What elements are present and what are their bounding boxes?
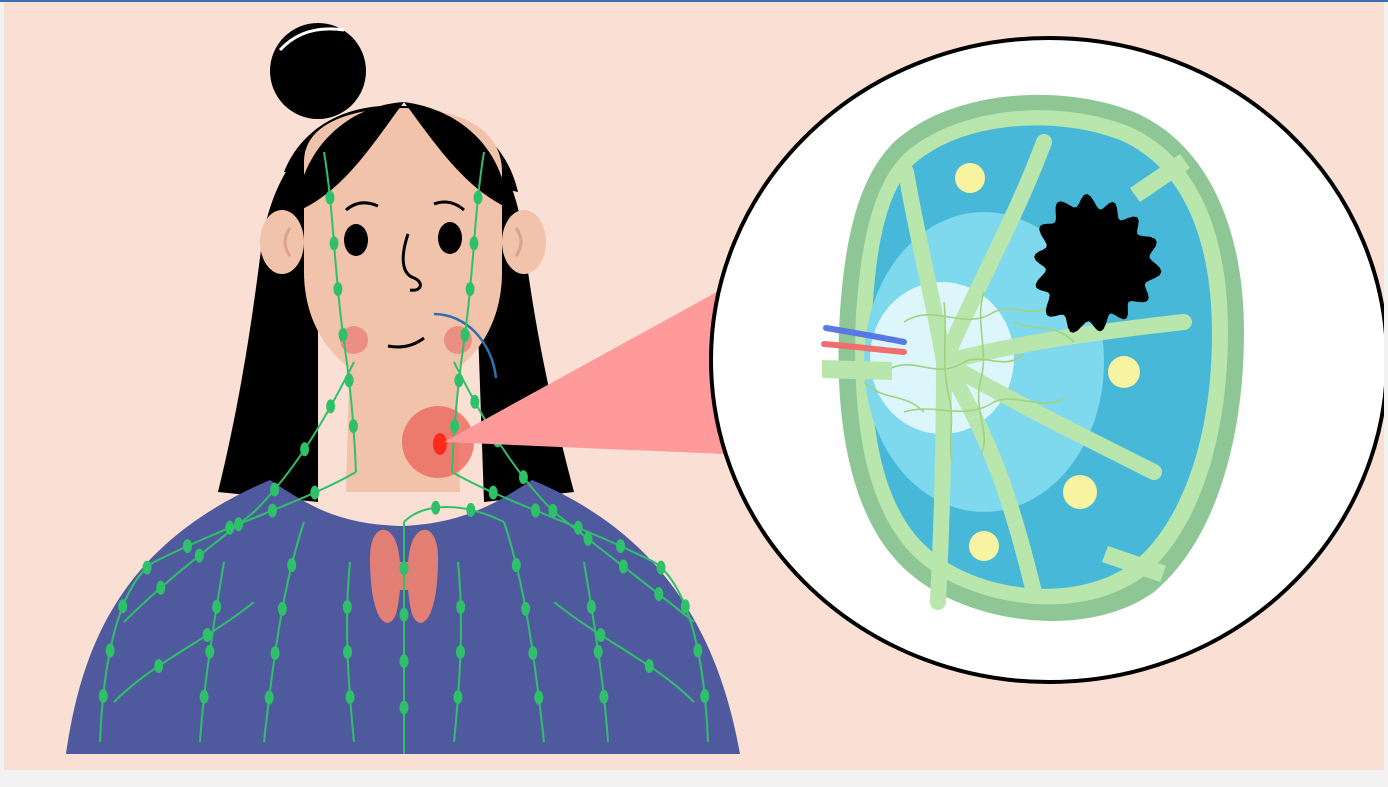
- lymph-node-dot: [143, 561, 152, 575]
- illustration-canvas: [4, 2, 1384, 770]
- lymph-node-dot: [118, 599, 127, 613]
- lymph-node-dot: [265, 691, 274, 705]
- lymph-node-dot: [300, 442, 309, 456]
- lymph-node-dot: [183, 539, 192, 553]
- lymph-node-dot: [99, 689, 108, 703]
- lymph-node-dot: [346, 690, 355, 704]
- lymph-node-dot: [616, 539, 625, 553]
- lymph-node-dot: [489, 486, 498, 500]
- lymph-node-dot: [693, 644, 702, 658]
- lymph-node-dot: [225, 521, 234, 535]
- lymph-node-dot: [400, 701, 409, 715]
- lymph-node-dot: [521, 602, 530, 616]
- lymph-node-dot: [654, 587, 663, 601]
- lymph-node-dot: [154, 659, 163, 673]
- lymph-node-dot: [205, 645, 214, 659]
- lymph-node-dot: [326, 191, 335, 205]
- lymph-node-dot: [326, 399, 335, 413]
- lymph-node-dot: [456, 645, 465, 659]
- lymph-node-dot: [330, 236, 339, 250]
- lymph-node-dot: [657, 561, 666, 575]
- lymph-node-dot: [349, 419, 358, 433]
- lymph-node-dot: [681, 599, 690, 613]
- lymph-node-dot: [450, 419, 459, 433]
- lymph-node-dot: [528, 646, 537, 660]
- footer-strip: [0, 770, 1388, 787]
- lymph-node-dot: [574, 521, 583, 535]
- lymph-node-dot: [454, 373, 463, 387]
- left-eye: [344, 224, 368, 256]
- lymph-node-dot: [200, 690, 209, 704]
- lymph-node-dot: [512, 558, 521, 572]
- lymph-node-dot: [343, 645, 352, 659]
- lymph-node-dot: [470, 395, 479, 409]
- lymph-node-dot: [470, 236, 479, 250]
- lymph-node-dot: [645, 659, 654, 673]
- lymph-node-dot: [474, 191, 483, 205]
- lymph-node-dot: [203, 628, 212, 642]
- lymph-node-cross-section: [822, 95, 1244, 621]
- lymph-node-dot: [594, 645, 603, 659]
- lymph-node-dot: [534, 691, 543, 705]
- lymph-node-dot: [454, 690, 463, 704]
- lymph-node-dot: [343, 600, 352, 614]
- lymph-node-dot: [456, 600, 465, 614]
- lymph-node-dot: [345, 373, 354, 387]
- lymph-node-dot: [195, 549, 204, 563]
- lymph-node-dot: [400, 654, 409, 668]
- lymph-node-dot: [310, 486, 319, 500]
- lymph-node-dot: [461, 328, 470, 342]
- right-eye: [438, 222, 462, 254]
- right-ear: [502, 210, 546, 274]
- lymph-node-illustration: [4, 2, 1384, 770]
- lymph-node-dot: [278, 602, 287, 616]
- lymph-node-dot: [519, 470, 528, 484]
- lymph-node-dot: [212, 600, 221, 614]
- lymph-node-dot: [431, 501, 440, 515]
- lymph-node-dot: [400, 608, 409, 622]
- lymph-node-dot: [333, 282, 342, 296]
- lymph-node-dot: [587, 600, 596, 614]
- lymph-node-dot: [466, 282, 475, 296]
- lymph-node-dot: [466, 503, 475, 517]
- left-ear: [260, 210, 304, 274]
- lymph-node-dot: [106, 644, 115, 658]
- lymph-node-dot: [271, 646, 280, 660]
- lymph-node-dot: [287, 558, 296, 572]
- lymph-node-dot: [599, 690, 608, 704]
- lymph-node-dot: [270, 483, 279, 497]
- lymph-node-dot: [156, 581, 165, 595]
- lymph-node-dot: [596, 628, 605, 642]
- lymph-node-dot: [619, 560, 628, 574]
- lymph-node-dot: [531, 504, 540, 518]
- lymph-node-dot: [268, 504, 277, 518]
- lymph-node-dot: [339, 328, 348, 342]
- lymph-node-dot: [700, 689, 709, 703]
- lymph-node-dot: [400, 561, 409, 575]
- magnifier-callout: [711, 38, 1384, 682]
